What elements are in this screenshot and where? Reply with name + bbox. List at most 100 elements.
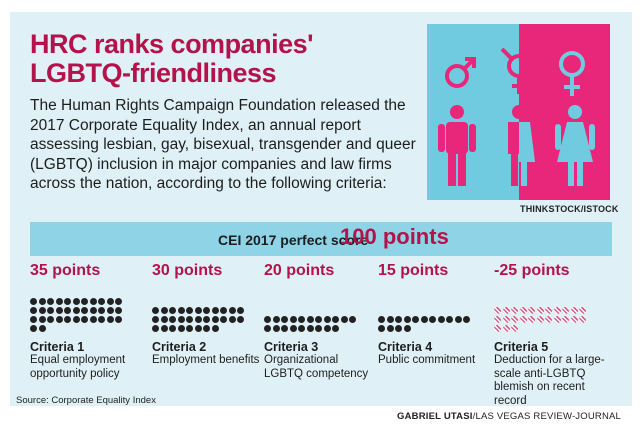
point-dot	[340, 316, 348, 323]
criteria-points: 20 points	[264, 262, 335, 279]
point-dot	[228, 307, 236, 314]
male-symbol-icon	[445, 57, 476, 88]
point-dot	[412, 316, 419, 323]
point-dot	[437, 316, 445, 323]
point-dot	[378, 316, 385, 323]
point-dot	[30, 325, 37, 332]
point-dot	[211, 316, 219, 323]
point-dot	[152, 307, 159, 314]
gender-figures-illustration	[438, 47, 595, 186]
criteria-points: 35 points	[30, 262, 101, 279]
point-dot	[72, 307, 80, 314]
point-dot	[55, 307, 63, 314]
point-dot	[519, 316, 527, 323]
point-dot	[186, 325, 193, 332]
point-dot	[47, 307, 54, 314]
point-dot	[30, 307, 37, 314]
criteria-name: Criteria 5	[494, 340, 549, 354]
criteria-desc: Employment benefits	[152, 354, 260, 366]
point-dot	[211, 307, 219, 314]
point-dot	[536, 316, 544, 323]
point-dot	[403, 316, 411, 323]
criteria-points: 30 points	[152, 262, 223, 279]
point-dot	[272, 325, 280, 332]
point-dot	[81, 316, 88, 323]
point-dot	[160, 307, 168, 314]
point-dot	[454, 316, 462, 323]
point-dot	[169, 325, 176, 332]
point-dot	[220, 316, 227, 323]
point-dot	[237, 316, 244, 323]
point-dot	[494, 307, 501, 314]
point-dot	[429, 316, 436, 323]
criteria-desc: Equal employment opportunity policy	[30, 354, 126, 380]
point-dot	[528, 307, 535, 314]
point-dot	[228, 316, 236, 323]
criteria-points: 15 points	[378, 262, 449, 279]
banner-score: 100 points	[340, 224, 449, 249]
point-dot	[511, 307, 518, 314]
criteria-name: Criteria 3	[264, 340, 319, 354]
point-dot	[38, 316, 46, 323]
points-dots	[264, 292, 360, 332]
intro-text: The Human Rights Campaign Foundation rel…	[30, 97, 416, 192]
byline-org: /LAS VEGAS REVIEW-JOURNAL	[472, 411, 622, 422]
criteria-name: Criteria 2	[152, 340, 207, 354]
page-title: HRC ranks companies' LGBTQ-friendliness	[30, 29, 314, 88]
point-dot	[494, 325, 501, 332]
point-dot	[306, 325, 314, 332]
point-dot	[98, 316, 105, 323]
point-dot	[349, 316, 356, 323]
point-dot	[186, 307, 193, 314]
point-dot	[64, 307, 71, 314]
point-dot	[89, 307, 97, 314]
point-dot	[463, 316, 470, 323]
point-dot	[98, 298, 105, 305]
point-dot	[403, 325, 411, 332]
criteria-1: 35 points Criteria 1 Equal employment op…	[30, 262, 140, 381]
criteria-2: 30 points Criteria 2 Employment benefits	[152, 262, 262, 368]
woman-figure-icon	[555, 105, 595, 186]
point-dot	[72, 298, 80, 305]
point-dot	[98, 307, 105, 314]
point-dot	[553, 316, 561, 323]
points-dots	[152, 292, 248, 332]
point-dot	[519, 307, 527, 314]
point-dot	[332, 316, 339, 323]
point-dot	[194, 307, 202, 314]
point-dot	[395, 325, 402, 332]
point-dot	[64, 298, 71, 305]
criteria-desc: Organizational LGBTQ competency	[264, 354, 369, 380]
point-dot	[203, 325, 210, 332]
point-dot	[323, 316, 331, 323]
female-symbol-icon	[559, 51, 585, 96]
point-dot	[30, 316, 37, 323]
point-dot	[545, 316, 552, 323]
point-dot	[386, 316, 394, 323]
point-dot	[570, 307, 578, 314]
point-dot	[545, 307, 552, 314]
gender-symbols-photo	[427, 24, 610, 200]
point-dot	[494, 316, 501, 323]
point-dot	[579, 307, 586, 314]
point-dot	[72, 316, 80, 323]
point-dot	[47, 298, 54, 305]
criteria-5: -25 points Criteria 5 Deduction for a la…	[494, 262, 618, 408]
point-dot	[281, 325, 288, 332]
point-dot	[289, 325, 297, 332]
point-dot	[152, 316, 159, 323]
criteria-desc: Deduction for a large-scale anti-LGBTQ b…	[494, 354, 605, 407]
points-dots	[378, 292, 474, 332]
photo-credit: THINKSTOCK/ISTOCK	[520, 204, 619, 214]
point-dot	[177, 316, 185, 323]
point-dot	[47, 316, 54, 323]
man-figure-icon	[438, 105, 476, 186]
point-dot	[553, 307, 561, 314]
criteria-3: 20 points Criteria 3 Organizational LGBT…	[264, 262, 374, 381]
point-dot	[194, 325, 202, 332]
point-dot	[502, 307, 510, 314]
point-dot	[38, 307, 46, 314]
point-dot	[502, 325, 510, 332]
point-dot	[386, 325, 394, 332]
point-dot	[203, 316, 210, 323]
